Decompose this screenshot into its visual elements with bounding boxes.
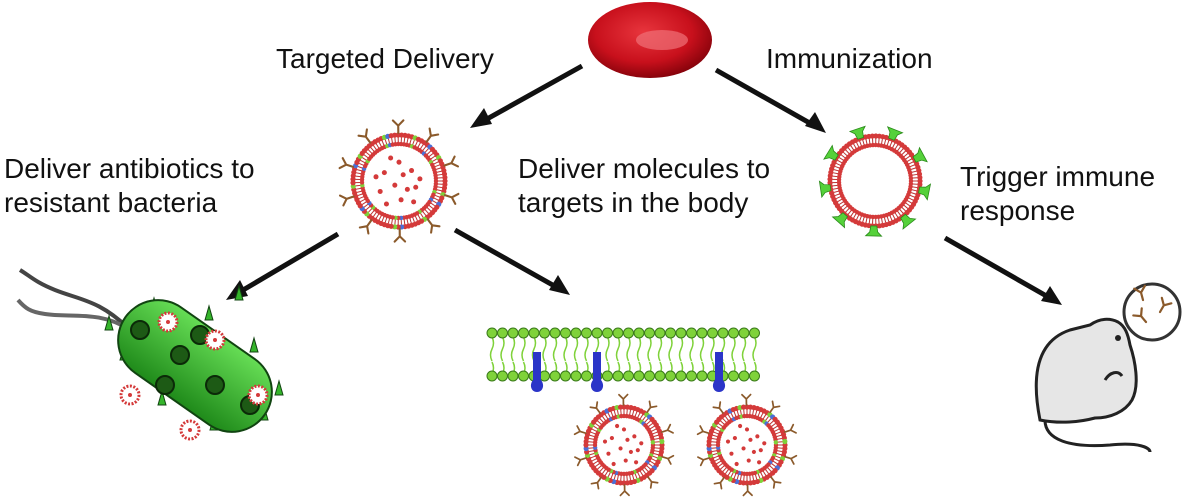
- antibody-icon: [1133, 284, 1146, 302]
- antigen-icon: [864, 225, 883, 237]
- arrowhead-bacteria: [226, 280, 248, 300]
- antibody-icon: [619, 484, 630, 497]
- antigen-icon: [831, 212, 848, 229]
- receptor-icon: [712, 352, 726, 392]
- bacteria-outcome-label: Deliver antibiotics to resistant bacteri…: [4, 152, 255, 220]
- bacterium-icon: [16, 268, 284, 441]
- targets-outcome-line1: Deliver molecules to: [518, 153, 771, 184]
- antibody-icon: [358, 219, 373, 235]
- antibody-icon: [393, 227, 407, 243]
- antibody-icon: [697, 456, 711, 467]
- antibody-icon: [741, 393, 752, 406]
- antibody-icon: [1132, 307, 1148, 324]
- immune-outcome-line1: Trigger immune: [960, 161, 1156, 192]
- flagellum: [16, 298, 132, 332]
- arrow-to-targeted-delivery: [476, 63, 584, 127]
- mouse-icon: [1034, 317, 1152, 453]
- antigen-icon: [900, 213, 917, 230]
- antibody-icon: [769, 400, 781, 414]
- antigen-icon: [818, 180, 832, 199]
- antibody-icon: [713, 476, 725, 490]
- antibody-icon: [660, 423, 674, 434]
- nanoparticle-icon: [696, 393, 798, 497]
- immune-outcome-label: Trigger immune response: [960, 160, 1155, 228]
- antibody-icon: [784, 454, 798, 465]
- antibody-icon: [426, 218, 441, 234]
- arrowhead-immunization: [805, 112, 826, 133]
- antibody-icon: [589, 401, 601, 414]
- antigen-icon: [823, 144, 839, 161]
- nanoparticle-icon: [338, 119, 460, 243]
- antibody-icon: [590, 476, 602, 490]
- antigen-icon: [918, 183, 932, 201]
- antibody-icon: [646, 400, 658, 414]
- antigen-icon: [848, 125, 866, 140]
- antibody-icon: [647, 476, 659, 489]
- bacteria-outcome-line2: resistant bacteria: [4, 187, 218, 218]
- antibody-icon: [573, 425, 587, 436]
- antibody-icon: [443, 192, 460, 205]
- bacteria-outcome-line1: Deliver antibiotics to: [4, 153, 255, 184]
- antibody-icon: [661, 454, 675, 465]
- flagellum: [18, 268, 132, 332]
- receptor-icon: [590, 352, 604, 392]
- antibody-icon: [712, 401, 724, 414]
- immune-outcome-line2: response: [960, 195, 1076, 226]
- antibody-icon: [742, 484, 753, 497]
- arrow-to-targets: [453, 227, 560, 291]
- arrowhead-targets: [549, 275, 570, 295]
- antigen-icon: [886, 126, 904, 141]
- antibody-icon: [425, 127, 440, 143]
- antibody-icon: [770, 476, 782, 489]
- arrowhead-targeted: [470, 108, 492, 128]
- antigen-nanoparticle-icon: [818, 125, 932, 237]
- arrow-to-bacteria: [236, 231, 340, 296]
- antibody-icon: [696, 425, 710, 436]
- antibody-icon: [783, 423, 797, 434]
- arrow-to-immune-response: [943, 235, 1052, 301]
- antibody-icon: [338, 157, 355, 170]
- nanoparticle-icon: [573, 393, 675, 497]
- antibody-icon: [357, 128, 372, 144]
- antibody-icon: [338, 194, 355, 207]
- arrowhead-immune: [1041, 286, 1062, 305]
- arrow-to-immunization: [714, 67, 817, 129]
- targets-outcome-label: Deliver molecules to targets in the body: [518, 152, 770, 220]
- antibody-icon: [443, 155, 460, 168]
- targets-outcome-line2: targets in the body: [518, 187, 749, 218]
- receptor-icon: [530, 352, 544, 392]
- cell-membrane-icon: [486, 327, 760, 392]
- antibody-icon: [1158, 296, 1173, 314]
- antibody-icon: [574, 456, 588, 467]
- targeted-delivery-label: Targeted Delivery: [276, 43, 494, 74]
- antigen-icon: [912, 146, 928, 163]
- antibody-icon: [618, 393, 629, 406]
- red-blood-cell-icon: [588, 2, 712, 78]
- flow-arrows: [226, 63, 1062, 305]
- antibody-icon: [391, 119, 405, 135]
- immunization-label: Immunization: [766, 43, 933, 74]
- antibody-bubble: [1122, 282, 1182, 342]
